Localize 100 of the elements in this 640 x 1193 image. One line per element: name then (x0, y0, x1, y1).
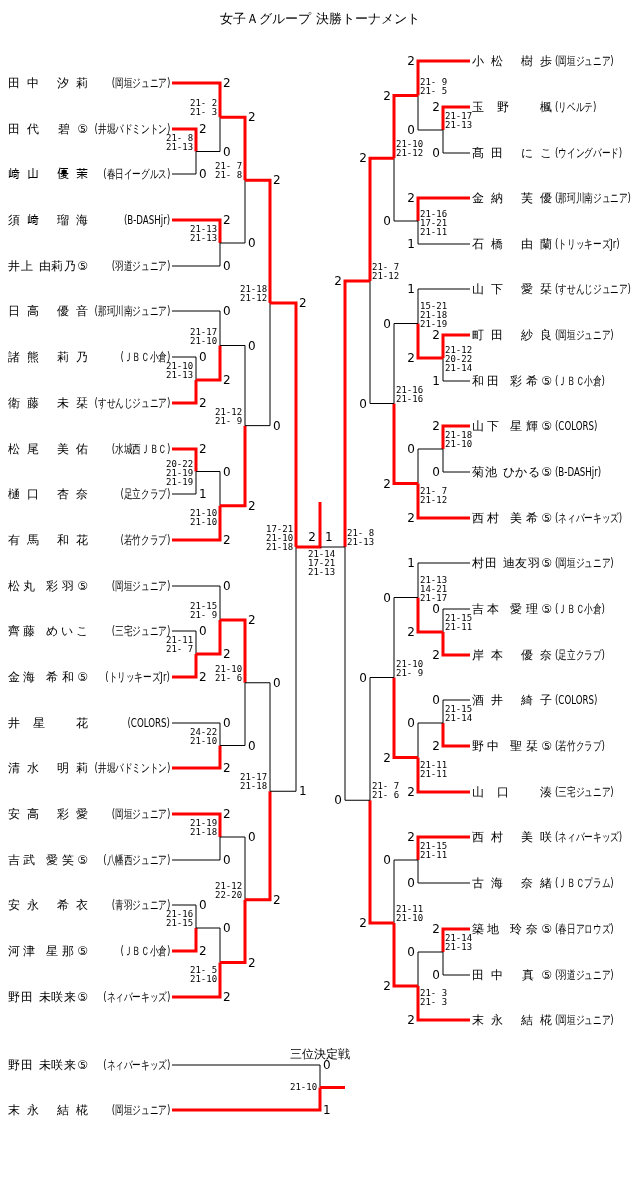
score-number: 2 (198, 671, 208, 684)
title: 女子Ａグループ 決勝トーナメント (220, 11, 420, 26)
game-score: 21-16 (396, 385, 424, 395)
bracket-line (171, 242, 221, 267)
club-name: (ネィバーキッズ) (555, 829, 623, 845)
score-number: 2 (222, 991, 232, 1004)
bracket-line (417, 95, 444, 131)
club-name: (ＪＢＣプラム) (555, 875, 614, 891)
player-name: 菊池 ひかる⑤ (472, 464, 552, 480)
bracket-line (393, 859, 419, 924)
game-score: 21- 9 (190, 611, 218, 620)
club-name: (COLORS) (555, 418, 598, 434)
club-name: (春日アロウズ) (555, 921, 614, 937)
score-number: 2 (431, 740, 441, 753)
score-number: 2 (431, 649, 441, 662)
game-score: 21-11 (166, 636, 194, 645)
score-number: 0 (247, 739, 257, 753)
score-number: 0 (222, 717, 232, 730)
game-score: 21-14 (445, 364, 473, 373)
player-name: 須﨑 瑠海 (8, 212, 88, 228)
player-name: 吉武 愛笑⑤ (8, 852, 88, 868)
bracket-line (244, 682, 271, 792)
score-number: 2 (406, 626, 416, 639)
bracket-line (442, 699, 471, 724)
game-score: 21-12 (396, 149, 424, 159)
score-number: 0 (382, 215, 392, 228)
player-name: 末永 結椛 (472, 1012, 552, 1028)
game-score: 21-15 (445, 705, 473, 714)
player-name: 日高 優音 (8, 303, 88, 319)
score-number: 2 (406, 831, 416, 844)
bracket-line (195, 471, 221, 507)
score-number: 1 (406, 283, 416, 296)
score-number: 0 (198, 351, 208, 364)
bracket-line (171, 471, 197, 495)
game-score: 21-13 (166, 371, 194, 380)
game-score: 21-13 (420, 575, 448, 585)
game-score: 21-11 (420, 228, 448, 237)
bracket-line (369, 280, 395, 404)
game-score: 21-11 (420, 760, 448, 770)
game-score: 21-12 (240, 293, 268, 303)
game-score: 21-17 (190, 327, 218, 337)
score-number: 0 (406, 877, 416, 890)
game-score: 21-17 (445, 112, 473, 121)
club-name: (岡垣ジュニア) (555, 555, 614, 571)
player-name: 町田 紗良 (472, 327, 552, 343)
club-name: (八幡西ジュニア) (102, 852, 170, 868)
bracket-line (172, 1087, 322, 1112)
bracket-line (171, 630, 197, 655)
bracket-line (171, 585, 221, 621)
bracket-line (392, 94, 418, 159)
game-score: 21-10 (396, 914, 424, 923)
player-name: 小松 樹歩 (472, 53, 552, 69)
score-number: 0 (222, 145, 232, 159)
game-score: 21-11 (420, 769, 448, 779)
game-score: 21-19 (166, 468, 194, 478)
bracket-line (393, 157, 419, 222)
bracket-line (392, 677, 418, 759)
game-score: 20-22 (166, 459, 194, 469)
bracket-line (441, 333, 470, 358)
player-name: 井星 花 (8, 715, 88, 731)
player-name: 古海 奈緒 (472, 875, 552, 891)
score-number: 2 (406, 786, 416, 799)
game-score: 21- 3 (420, 998, 448, 1007)
game-score: 21-14 (445, 714, 473, 723)
bracket-line (417, 448, 444, 484)
game-score: 21-16 (396, 394, 424, 404)
score-number: 2 (431, 329, 441, 342)
score-number: 0 (382, 591, 392, 605)
game-score: 21-10 (190, 974, 218, 984)
score-number: 2 (198, 443, 208, 456)
player-name: 田中 真⑤ (472, 967, 552, 983)
bracket-line (417, 288, 471, 324)
score-number: 0 (272, 419, 282, 433)
club-name: (岡垣ジュニア) (555, 327, 614, 343)
score-number: 2 (358, 917, 368, 930)
bracket-line (442, 129, 471, 154)
game-score: 21-13 (445, 121, 473, 130)
game-score: 21- 5 (190, 965, 218, 975)
bracket-line (172, 505, 222, 542)
score-number: 0 (198, 168, 208, 181)
score-number: 2 (222, 648, 232, 661)
player-name: 金海 希和⑤ (8, 669, 88, 685)
bracket-line (219, 836, 246, 901)
score-number: 2 (382, 980, 392, 993)
bracket-line (441, 927, 470, 952)
game-score: 21-16 (420, 210, 448, 219)
player-name: 安高 彩愛 (8, 806, 88, 822)
score-number: 1 (324, 531, 334, 544)
bracket-line (171, 151, 197, 175)
score-number: 2 (272, 893, 282, 907)
score-number: 2 (222, 808, 232, 821)
player-name: 樋口 杏奈 (8, 486, 88, 502)
score-number: 0 (431, 969, 441, 982)
score-number: 2 (382, 89, 392, 103)
club-name: (羽道ジュニア) (555, 967, 614, 983)
club-name: (岡垣ジュニア) (111, 1102, 170, 1118)
score-number: 2 (406, 192, 416, 205)
bracket-line (171, 904, 197, 929)
club-name: (ウイングバード) (555, 145, 623, 161)
score-number: 2 (222, 762, 232, 775)
